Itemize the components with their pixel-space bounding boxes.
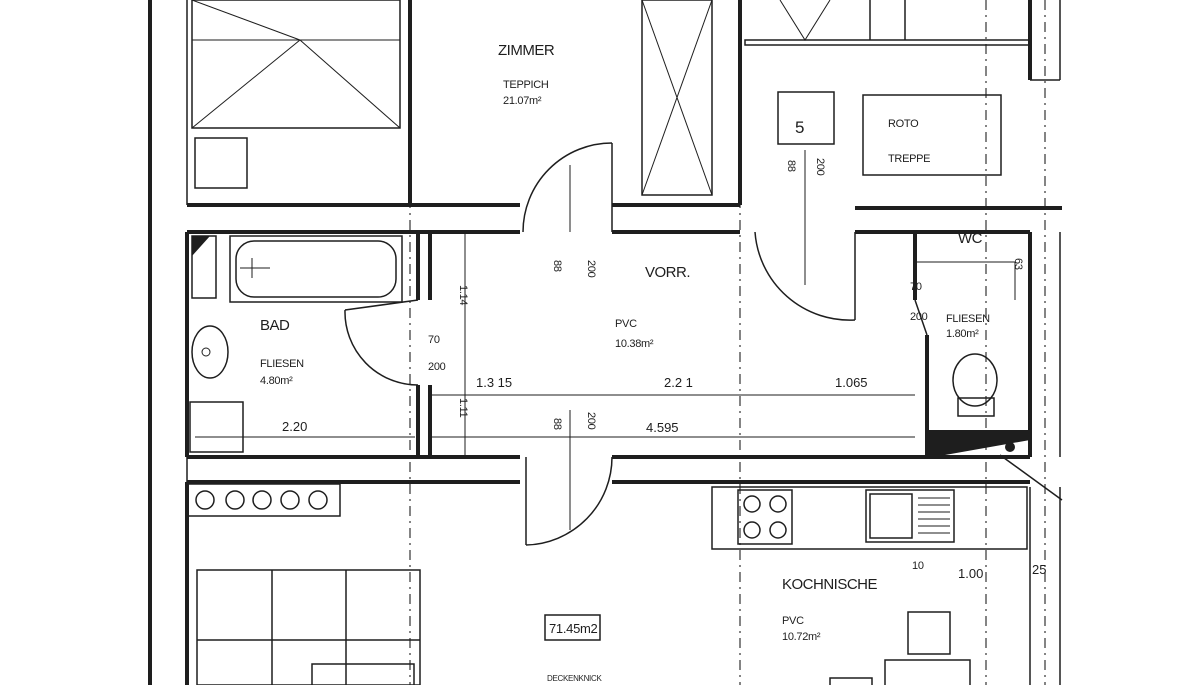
- room-name-kochnische: KOCHNISCHE: [782, 576, 878, 593]
- dim-vorr-total: 4.595: [646, 420, 679, 435]
- stair-brand: ROTO: [888, 118, 919, 130]
- room-area-bad: 4.80m²: [260, 375, 293, 387]
- doors: [344, 142, 928, 546]
- dim-kitchen-100: 1.00: [958, 566, 983, 581]
- room-floor-kochnische: PVC: [782, 615, 804, 627]
- dim-vorr-seg2: 2.2 1: [664, 375, 693, 390]
- stair-number: 5: [795, 118, 804, 137]
- stove: [187, 483, 341, 517]
- dim-bad-door-h: 200: [428, 361, 446, 373]
- bed: [191, 0, 401, 189]
- living-note: DECKENKNICK: [547, 674, 602, 683]
- dim-wall-v1: 1.14: [457, 285, 469, 305]
- dim-wc-door-w: 70: [910, 281, 922, 293]
- room-area-wc: 1.80m²: [946, 328, 979, 340]
- wc-fixtures: [915, 261, 1063, 501]
- dim-wc-small: 63: [1012, 258, 1024, 270]
- room-name-wc: WC: [958, 230, 983, 247]
- room-name-vorraum: VORR.: [645, 264, 690, 281]
- dim-stair-door-w: 88: [785, 160, 797, 172]
- room-name-zimmer: ZIMMER: [498, 42, 555, 59]
- living-furniture: [196, 569, 601, 685]
- dim-door-top-w: 88: [551, 260, 563, 272]
- room-floor-zimmer: TEPPICH: [503, 79, 549, 91]
- room-area-zimmer: 21.07m²: [503, 95, 542, 107]
- room-floor-vorraum: PVC: [615, 318, 637, 330]
- room-area-vorraum: 10.38m²: [615, 338, 654, 350]
- dim-kitchen-25: 25: [1032, 562, 1046, 577]
- dim-bad-door-w: 70: [428, 334, 440, 346]
- room-floor-wc: FLIESEN: [946, 313, 990, 325]
- dim-stair-door-h: 200: [814, 158, 826, 176]
- dim-door-top-h: 200: [585, 260, 597, 278]
- dim-door-bottom-h: 200: [585, 412, 597, 430]
- living-area: 71.45m2: [549, 621, 598, 636]
- walls: [148, 0, 1062, 685]
- dim-vorr-seg3: 1.065: [835, 375, 868, 390]
- stair-label: TREPPE: [888, 153, 930, 165]
- dim-wc-door-h: 200: [910, 311, 928, 323]
- bath-sink: [189, 325, 244, 453]
- dimension-lines: [195, 150, 915, 530]
- dim-vorr-seg1: 1.3 15: [476, 375, 512, 390]
- wardrobe: [641, 0, 713, 196]
- room-name-bad: BAD: [260, 317, 290, 334]
- kitchen-counter: [711, 486, 1028, 550]
- dim-kitchen-10: 10: [912, 560, 924, 572]
- dim-door-bottom-w: 88: [551, 418, 563, 430]
- kitchen-table: [829, 487, 1061, 685]
- dim-wall-v2: 1.11: [457, 398, 469, 418]
- bathtub: [191, 235, 403, 303]
- stair-area: [744, 0, 1031, 176]
- dim-bad-width: 2.20: [282, 419, 307, 434]
- room-floor-bad: FLIESEN: [260, 358, 304, 370]
- room-area-kochnische: 10.72m²: [782, 631, 821, 643]
